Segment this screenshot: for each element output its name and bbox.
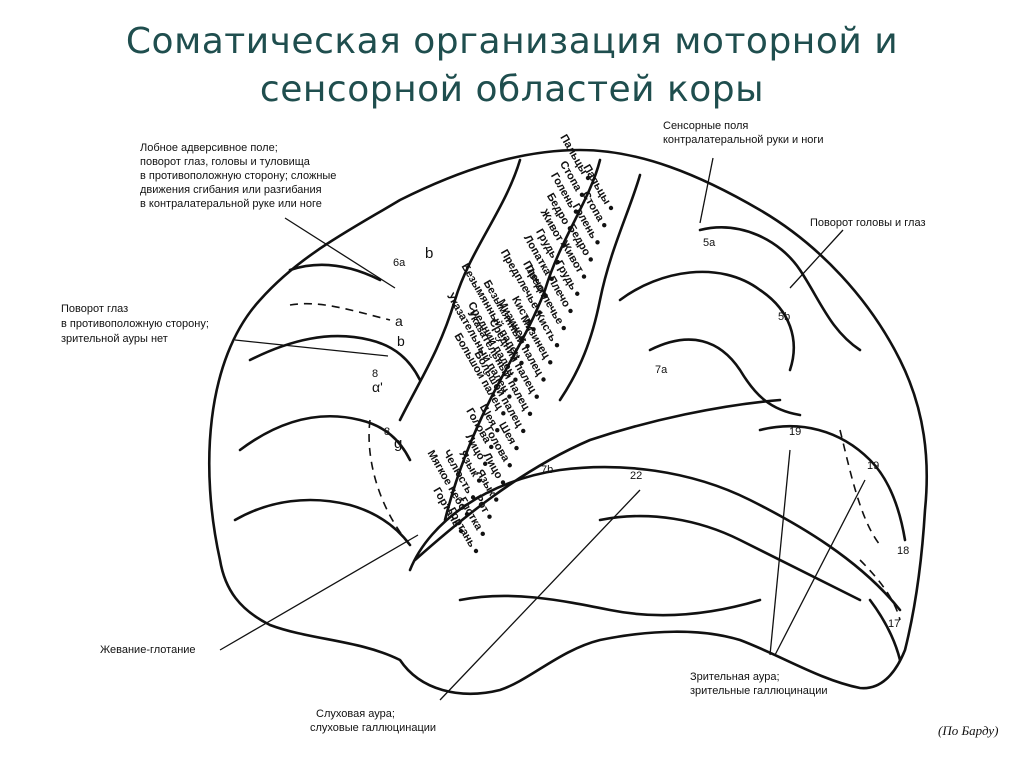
strip-dot [541, 377, 546, 382]
strip-dot [531, 327, 536, 332]
callout-auditory-aura-line: Слуховая аура; [316, 708, 395, 720]
strip-dot [501, 411, 506, 416]
slide-title: Соматическая организация моторной и сенс… [0, 18, 1024, 114]
strip-dot [561, 243, 567, 248]
leader-lines [219, 157, 866, 701]
title-line-1: Соматическая организация моторной и [125, 21, 899, 62]
strip-dot [581, 274, 587, 279]
callout-sensory-line: контралатеральной руки и ноги [663, 134, 824, 146]
callout-sensory-line: Сенсорные поля [663, 120, 748, 132]
title-line-2: сенсорной областей коры [259, 69, 765, 110]
strip-dot [470, 495, 476, 500]
area-labels: 6a b a b 8 α' 8 g 5a 5b 7a 7b 22 19 19 1… [372, 237, 909, 630]
strip-dot [534, 394, 539, 399]
strip-dot [579, 192, 585, 198]
strip-dot [494, 497, 499, 502]
callout-frontal: Лобное адверсивное поле; поворот глаз, г… [140, 142, 336, 210]
callout-sensory: Сенсорные поля контралатеральной руки и … [663, 120, 824, 146]
strip-dot [507, 463, 512, 468]
callout-eyes-line: в противоположную сторону; [61, 318, 209, 330]
area-label: 5b [778, 311, 790, 323]
sensory-strip-dots [473, 205, 614, 554]
strip-dot [537, 310, 542, 315]
area-label: 7a [655, 364, 668, 376]
strip-dot [567, 226, 573, 231]
strip-dot [458, 528, 464, 534]
area-label: 8 [384, 426, 390, 438]
strip-dot [573, 209, 579, 214]
area-label: 5a [703, 237, 716, 249]
area-label: 8 [372, 368, 378, 380]
strip-dot [521, 428, 526, 434]
callout-frontal-line: в контралатеральной руке или ноге [140, 198, 322, 210]
strip-dot [543, 293, 548, 298]
credit: (По Барду) [938, 723, 998, 738]
area-label: α' [372, 379, 383, 395]
strip-dot [473, 548, 479, 554]
strip-dot [513, 377, 518, 382]
strip-dot [549, 276, 554, 282]
strip-dot [489, 444, 494, 450]
strip-dot [500, 480, 506, 485]
strip-dot [561, 325, 566, 331]
strip-dot [588, 257, 593, 262]
strip-dot [548, 360, 553, 365]
area-label: 22 [630, 470, 642, 482]
strip-dot [487, 514, 492, 519]
callout-eyes-line: Поворот глаз [61, 303, 128, 315]
strip-dot [480, 531, 485, 537]
strip-dot [608, 205, 614, 211]
strip-dot [602, 222, 607, 228]
area-label: g [394, 435, 402, 452]
strip-dot [575, 291, 580, 296]
motor-strip-dots [458, 175, 591, 534]
area-label: b [425, 245, 433, 262]
callout-eyes-line: зрительной ауры нет [61, 333, 168, 345]
area-label: 7b [541, 464, 553, 476]
strip-dot [514, 445, 519, 451]
strip-dot [568, 308, 573, 314]
strip-dot [519, 360, 524, 366]
callout-chewing: Жевание-глотание [100, 644, 196, 656]
callout-head-eyes: Поворот головы и глаз [810, 217, 926, 229]
area-label: b [397, 333, 405, 349]
strip-dot [507, 394, 512, 399]
callout-frontal-line: поворот глаз, головы и туловища [140, 156, 311, 168]
strip-dot [527, 411, 533, 416]
callout-auditory-aura-line: слуховые галлюцинации [310, 722, 436, 734]
area-label: 19 [789, 426, 801, 438]
strip-dot [482, 461, 488, 466]
callout-visual-aura-line: зрительные галлюцинации [690, 685, 827, 697]
strip-dot [495, 427, 500, 433]
strip-dot [555, 259, 560, 265]
callout-auditory-aura: Слуховая аура; слуховые галлюцинации [310, 708, 436, 734]
area-label: 17 [888, 618, 900, 630]
callout-frontal-line: Лобное адверсивное поле; [140, 142, 278, 154]
strip-dot [464, 511, 470, 517]
area-label: 18 [897, 545, 909, 557]
brain-outline [207, 148, 929, 696]
strip-dot [525, 343, 530, 349]
area-label: a [395, 313, 403, 329]
area-label: 6a [393, 257, 406, 269]
strip-dot [585, 175, 591, 181]
field-borders [289, 302, 901, 621]
callout-visual-aura: Зрительная аура; зрительные галлюцинации [690, 671, 827, 697]
strip-dot [476, 478, 482, 483]
strip-dot [554, 343, 560, 348]
callout-frontal-line: в противоположную сторону; сложные [140, 170, 336, 182]
callout-frontal-line: движения сгибания или разгибания [140, 184, 322, 196]
callout-eyes: Поворот глаз в противоположную сторону; … [61, 303, 209, 345]
callout-visual-aura-line: Зрительная аура; [690, 671, 780, 683]
area-label: 19 [867, 460, 879, 472]
strip-dot [595, 240, 600, 245]
